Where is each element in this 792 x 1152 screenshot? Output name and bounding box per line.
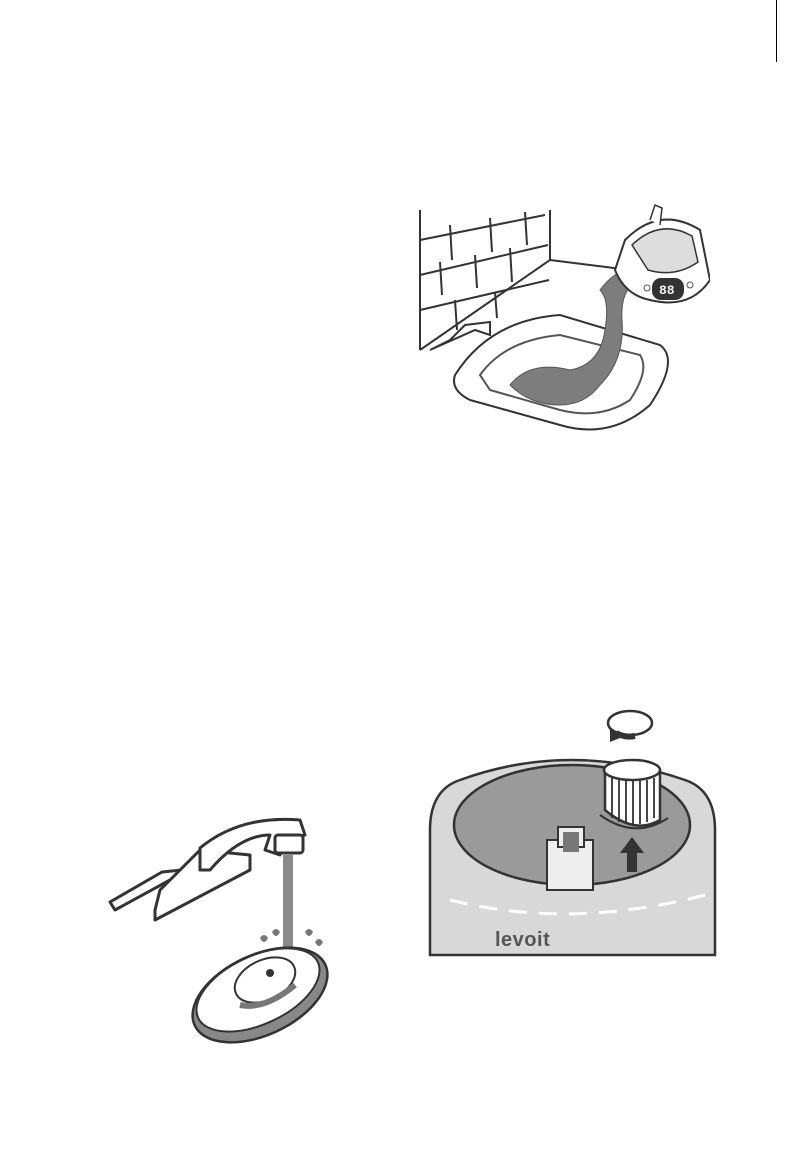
display-digits: 88 (659, 283, 675, 298)
water-tank-icon: 88 (615, 205, 710, 303)
pour-water-illustration: 88 (410, 200, 710, 450)
remove-filter-illustration: levoit (420, 700, 720, 965)
rotate-arrow-icon (608, 711, 652, 742)
tray-icon (178, 928, 342, 1060)
rinse-tray-illustration (100, 810, 345, 1060)
faucet-icon (110, 819, 305, 920)
brand-logo-text: levoit (495, 929, 550, 951)
page-edge-line (776, 0, 777, 62)
